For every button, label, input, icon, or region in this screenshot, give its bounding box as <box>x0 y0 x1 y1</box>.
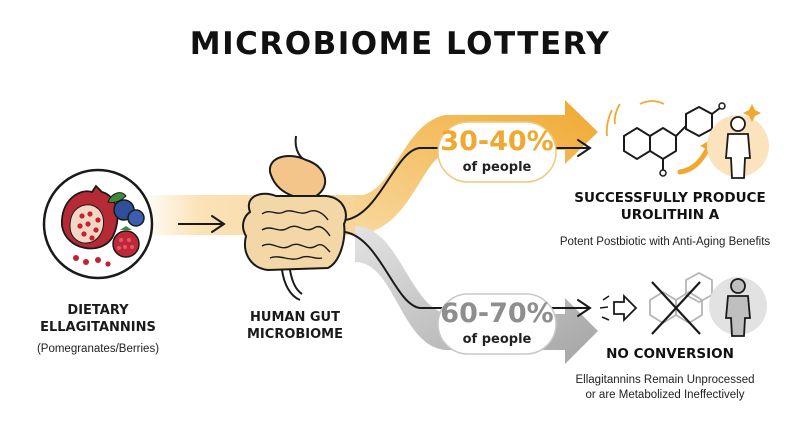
urolithin-molecule-icon <box>605 100 726 177</box>
page-title: MICROBIOME LOTTERY <box>189 26 611 62</box>
crossed-molecule-icon <box>649 271 713 335</box>
gut-icon <box>242 135 347 301</box>
bottom-outcome: NO CONVERSION <box>606 346 734 362</box>
top-percent: 30-40% <box>440 126 554 157</box>
top-outcome-line2: UROLITHIN A <box>620 207 720 223</box>
bottom-outcome-description-line2: or are Metabolized Ineffectively <box>585 389 745 401</box>
blocked-conversion-icon <box>599 293 638 323</box>
source-label-line2: ELLAGITANNINS <box>40 320 156 335</box>
top-outcome-description: Potent Postbiotic with Anti-Aging Benefi… <box>559 236 771 248</box>
top-percent-sub: of people <box>462 160 532 175</box>
healthy-person-icon <box>707 104 769 179</box>
bottom-outcome-description-line1: Ellagitannins Remain Unprocessed <box>575 374 755 386</box>
bottom-percent-sub: of people <box>462 332 532 347</box>
gut-label-line2: MICROBIOME <box>247 327 343 342</box>
gut-label-line1: HUMAN GUT <box>250 310 340 325</box>
top-percent-pill <box>437 121 557 183</box>
bottom-percent: 60-70% <box>440 298 554 329</box>
source-sublabel: (Pomegranates/Berries) <box>36 343 160 355</box>
bottom-percent-pill <box>437 293 557 355</box>
inactive-person-icon <box>709 277 767 337</box>
pomegranate-berries-icon <box>42 168 154 280</box>
top-flow-line <box>344 147 588 221</box>
bottom-flow-line <box>344 231 588 309</box>
bottom-flow-arrowhead <box>577 299 592 317</box>
top-flow-arrowhead <box>577 139 592 157</box>
source-label-line1: DIETARY <box>67 303 129 318</box>
input-arrow-head <box>211 215 226 233</box>
top-outcome-line1: SUCCESSFULLY PRODUCE <box>574 190 766 206</box>
